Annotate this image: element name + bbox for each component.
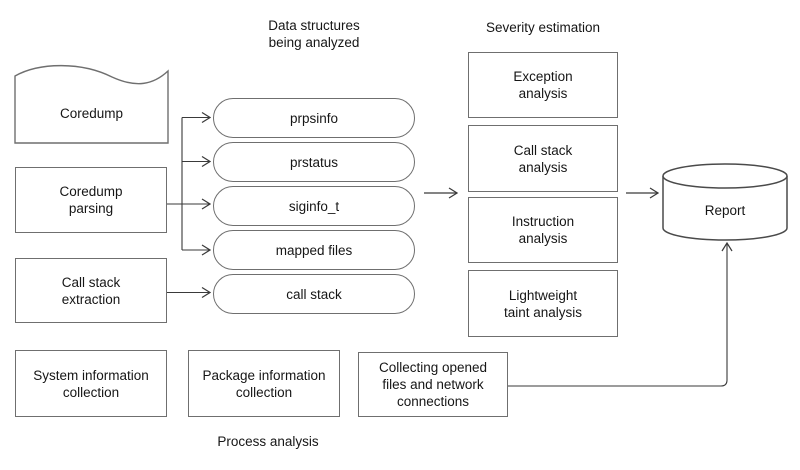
severity-exception-analysis: Exception analysis bbox=[468, 52, 618, 118]
report-cylinder-shape bbox=[662, 163, 788, 241]
title-process-analysis: Process analysis bbox=[217, 433, 319, 449]
title-data-structures: Data structures being analyzed bbox=[268, 18, 360, 50]
coredump-document-shape bbox=[14, 64, 169, 144]
data-structure-call-stack: call stack bbox=[213, 274, 415, 314]
collecting-opened-files-node: Collecting opened files and network conn… bbox=[358, 352, 508, 417]
connector-collecting-to-report bbox=[508, 243, 727, 387]
severity-call-stack-analysis: Call stack analysis bbox=[468, 125, 618, 192]
report-node-label: Report bbox=[704, 202, 746, 218]
system-information-collection-node: System information collection bbox=[15, 350, 167, 417]
severity-instruction-analysis: Instruction analysis bbox=[468, 197, 618, 263]
data-structure-prstatus: prstatus bbox=[213, 142, 415, 182]
coredump-parsing-node: Coredump parsing bbox=[15, 167, 167, 233]
data-structure-mapped-files: mapped files bbox=[213, 230, 415, 270]
severity-lightweight-taint-analysis: Lightweight taint analysis bbox=[468, 270, 618, 337]
title-severity-estimation: Severity estimation bbox=[485, 19, 601, 35]
call-stack-extraction-node: Call stack extraction bbox=[15, 258, 167, 323]
package-information-collection-node: Package information collection bbox=[188, 350, 340, 417]
coredump-node-label: Coredump bbox=[59, 105, 124, 121]
data-structure-siginfo-t: siginfo_t bbox=[213, 186, 415, 226]
data-structure-prpsinfo: prpsinfo bbox=[213, 98, 415, 138]
